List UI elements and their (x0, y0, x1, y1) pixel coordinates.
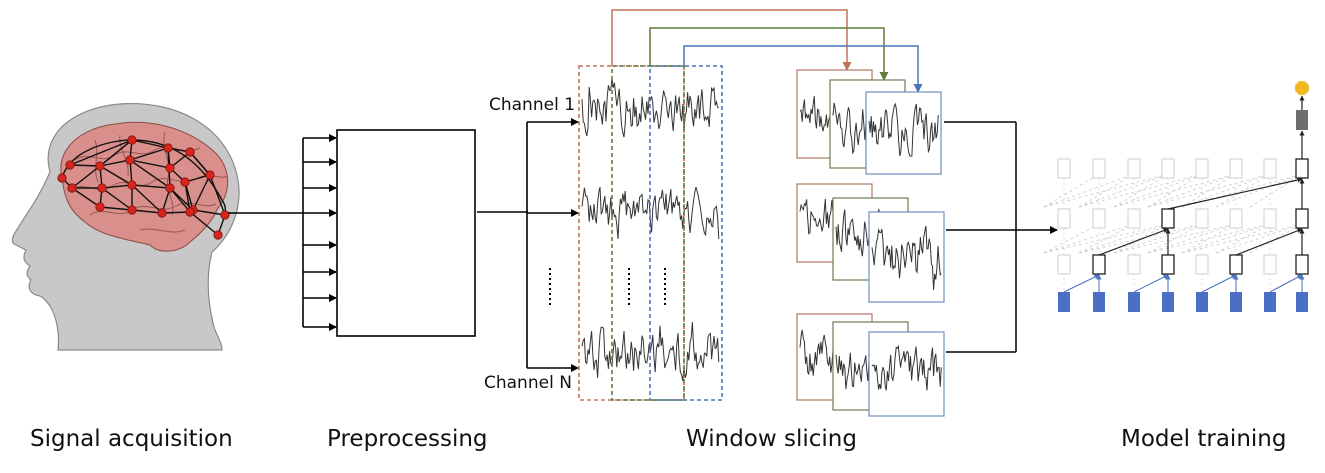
hidden-node (1263, 254, 1277, 275)
hidden-node (1229, 254, 1243, 275)
hidden-node (1161, 158, 1175, 179)
hidden-node (1092, 158, 1106, 179)
stage-label-model-training: Model training (1121, 426, 1287, 452)
hidden-node (1263, 208, 1277, 229)
window-routing-arrows (611, 9, 923, 93)
preprocessing-input-arrows (303, 134, 337, 331)
preprocessing-box (336, 129, 476, 337)
channel-1-label: Channel 1 (489, 95, 576, 115)
hidden-node (1195, 158, 1209, 179)
hidden-node (1229, 208, 1243, 229)
window-stack-2 (796, 183, 945, 303)
hidden-node (1127, 208, 1141, 229)
hidden-node (1057, 254, 1071, 275)
dense-node (1296, 110, 1308, 130)
sliding-windows (578, 65, 723, 401)
channel-n-label: Channel N (484, 373, 572, 393)
ellipsis-dots (549, 268, 666, 306)
window-stack-3 (796, 313, 945, 417)
output-node (1295, 81, 1309, 95)
stage-label-signal-acquisition: Signal acquisition (30, 426, 233, 452)
window-3 (649, 65, 723, 401)
head-illustration (11, 102, 240, 351)
hidden-node (1127, 158, 1141, 179)
input-node (1230, 292, 1242, 312)
window-3-route (683, 45, 923, 93)
channel-fanout (526, 118, 579, 372)
hidden-node (1161, 208, 1175, 229)
hidden-node (1092, 254, 1106, 275)
input-node (1058, 292, 1070, 312)
electrodes (57, 135, 230, 240)
input-node (1162, 292, 1174, 312)
channel-2-signal (581, 186, 720, 240)
hidden-node (1127, 254, 1141, 275)
preprocessing-block (302, 129, 476, 337)
hidden-node (1092, 208, 1106, 229)
hidden-node (1295, 254, 1309, 275)
hidden-node (1295, 158, 1309, 179)
window-stack-1 (796, 69, 942, 175)
hidden-node (1057, 158, 1071, 179)
hidden-node (1161, 254, 1175, 275)
stage-label-preprocessing: Preprocessing (327, 426, 488, 452)
stage-label-window-slicing: Window slicing (686, 426, 857, 452)
input-node (1264, 292, 1276, 312)
model-network (1043, 81, 1309, 312)
input-node (1296, 292, 1308, 312)
hidden-node (1195, 254, 1209, 275)
input-node (1196, 292, 1208, 312)
hidden-node (1195, 208, 1209, 229)
hidden-node (1295, 208, 1309, 229)
window-2-route (649, 27, 889, 81)
window-1-route (611, 9, 852, 71)
hidden-node (1229, 158, 1243, 179)
input-node (1093, 292, 1105, 312)
window-2 (611, 65, 685, 401)
hidden-node (1057, 208, 1071, 229)
window-merge-lines (944, 121, 1058, 353)
hidden-node (1263, 158, 1277, 179)
input-node (1128, 292, 1140, 312)
